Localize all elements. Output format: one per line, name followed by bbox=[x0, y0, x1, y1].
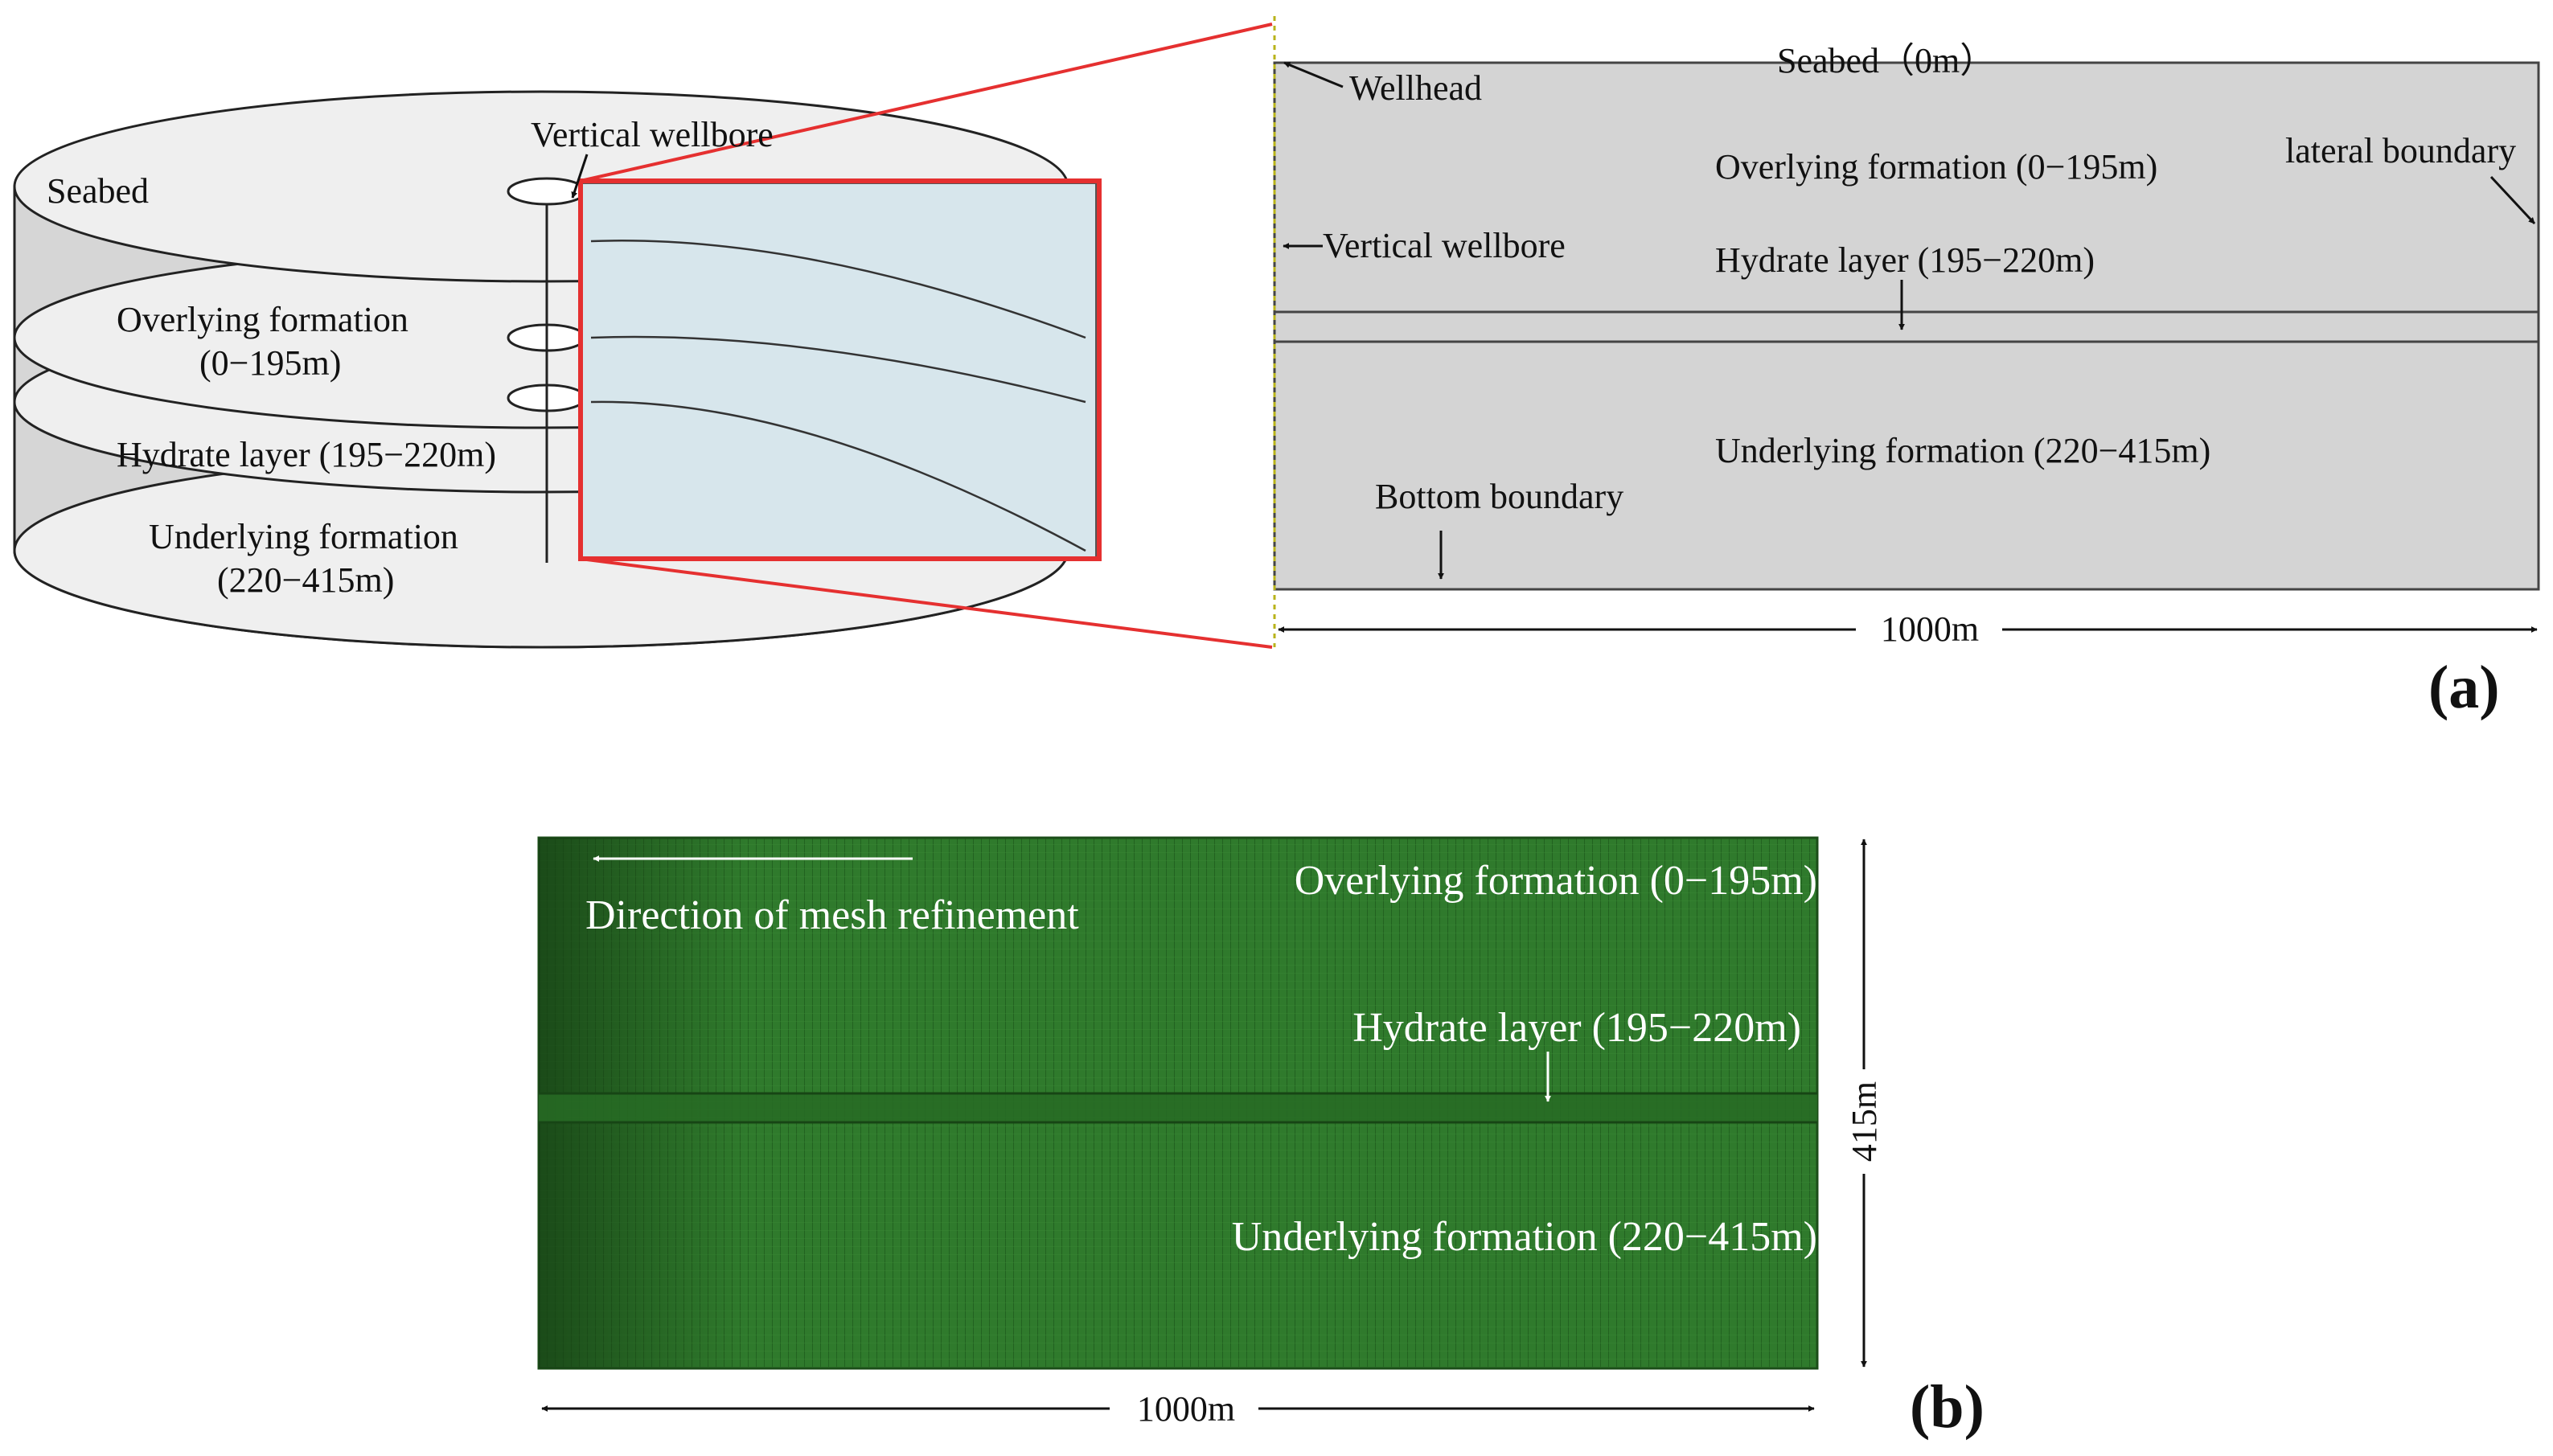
zoom-region bbox=[578, 183, 1097, 558]
mesh-overlying-label: Overlying formation (0−195m) bbox=[1295, 858, 1817, 904]
mesh-hydrate-label: Hydrate layer (195−220m) bbox=[1352, 1005, 1801, 1051]
mesh-hydrate-band bbox=[539, 1093, 1817, 1122]
left-overlying-label-2: (0−195m) bbox=[199, 343, 341, 383]
right-vertical-wellbore-label: Vertical wellbore bbox=[1323, 226, 1566, 265]
left-underlying-label-2: (220−415m) bbox=[217, 560, 394, 600]
left-vertical-wellbore-label: Vertical wellbore bbox=[531, 115, 774, 154]
right-hydrate-label: Hydrate layer (195−220m) bbox=[1715, 240, 2095, 280]
panel-b-label: (b) bbox=[1910, 1373, 1985, 1441]
mesh-height-label: 415m bbox=[1845, 1081, 1884, 1162]
domain-rect bbox=[1273, 61, 2540, 591]
zoom-box bbox=[578, 178, 1102, 561]
panel-a-cylinder: Seabed Vertical wellbore Overlying forma… bbox=[13, 23, 1273, 649]
left-seabed-label: Seabed bbox=[47, 171, 149, 211]
left-hydrate-label: Hydrate layer (195−220m) bbox=[117, 435, 496, 474]
right-wellhead-label: Wellhead bbox=[1349, 68, 1482, 108]
left-overlying-label-1: Overlying formation bbox=[117, 300, 408, 339]
panel-b-mesh: Direction of mesh refinement Overlying f… bbox=[537, 836, 1819, 1370]
right-seabed-label: Seabed（0m） bbox=[1777, 41, 1995, 80]
right-underlying-label: Underlying formation (220−415m) bbox=[1715, 431, 2210, 470]
right-lateral-boundary-label: lateral boundary bbox=[2285, 131, 2516, 170]
panel-a-domain: Seabed（0m） Wellhead Overlying formation … bbox=[1273, 16, 2540, 649]
right-width-label: 1000m bbox=[1881, 609, 1979, 649]
mesh-underlying-label: Underlying formation (220−415m) bbox=[1232, 1214, 1817, 1260]
panel-a-label: (a) bbox=[2428, 654, 2500, 721]
left-underlying-label-1: Underlying formation bbox=[149, 517, 458, 556]
right-overlying-label: Overlying formation (0−195m) bbox=[1715, 147, 2157, 187]
mesh-width-label: 1000m bbox=[1137, 1389, 1235, 1429]
right-bottom-boundary-label: Bottom boundary bbox=[1375, 477, 1623, 516]
mesh-direction-label: Direction of mesh refinement bbox=[585, 892, 1079, 938]
